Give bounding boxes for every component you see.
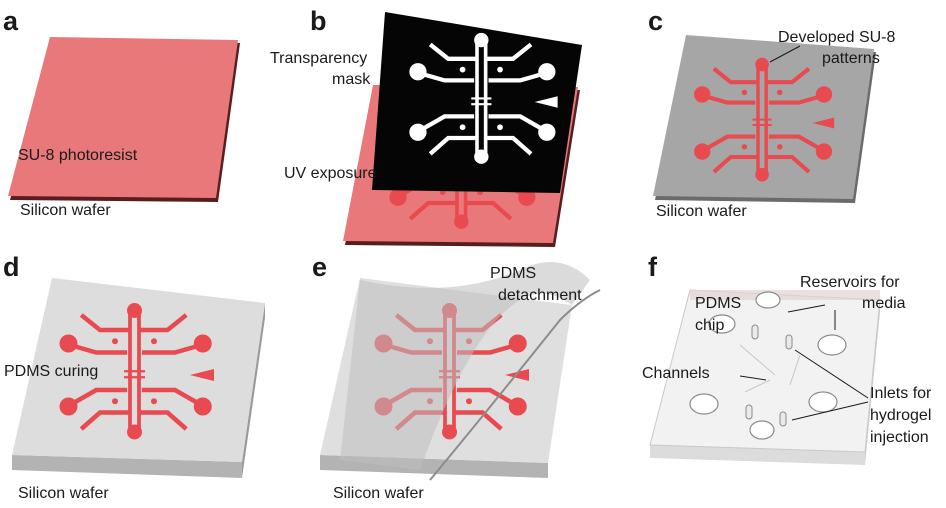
peel-edge <box>429 289 601 481</box>
reservoir <box>817 334 847 356</box>
reservoir-label-line2: media <box>862 295 906 312</box>
inlet <box>785 334 793 350</box>
reservoirs <box>689 291 847 440</box>
panel-letter: d <box>3 252 20 282</box>
mask-label-line1: Transparency <box>270 50 367 67</box>
inlet-label-line1: Inlets for <box>870 385 932 402</box>
chip-label-line2: chip <box>695 317 724 334</box>
channels-faint <box>739 344 801 393</box>
inlet <box>745 404 753 420</box>
uv-exposure-label: UV exposure <box>284 165 377 182</box>
panel-letter: f <box>648 252 658 282</box>
panel-letter: e <box>312 252 327 282</box>
panel-c: c Developed SU-8 patterns Silicon wafer <box>648 6 896 220</box>
detach-label-line1: PDMS <box>490 265 536 282</box>
channels-label: Channels <box>642 365 710 382</box>
panel-b: b Transparency mask UV exposure <box>270 6 582 247</box>
pdms-peeling-sheet <box>340 262 590 470</box>
pattern-pointer <box>769 45 801 63</box>
panel-f: f PDMS chip R <box>642 252 932 465</box>
inlet <box>779 411 787 427</box>
inlet-label-line3: injection <box>870 429 929 446</box>
panel-letter: c <box>648 6 663 36</box>
inlet <box>751 324 759 340</box>
inlets <box>745 324 793 427</box>
panel-e: e PDMS detachment Silicon wafer <box>312 252 601 502</box>
panel-a: a SU-8 photoresist Silicon wafer <box>3 6 240 219</box>
panel-letter: b <box>310 6 327 36</box>
wafer-label: Silicon wafer <box>18 485 109 502</box>
photoresist-label: SU-8 photoresist <box>18 147 138 164</box>
chip-label-line1: PDMS <box>695 295 741 312</box>
reservoir <box>749 420 775 440</box>
wafer-label: Silicon wafer <box>20 202 111 219</box>
photoresist-layer <box>8 37 238 198</box>
reservoir <box>755 291 781 309</box>
reservoir-label-line1: Reservoirs for <box>800 274 900 291</box>
pdms-right-side <box>242 303 265 478</box>
reservoir <box>808 391 838 413</box>
silicon-wafer <box>653 35 874 199</box>
curing-label: PDMS curing <box>4 363 98 380</box>
pdms-front-side <box>12 455 242 478</box>
reservoir <box>689 393 719 415</box>
pattern-label-line1: Developed SU-8 <box>778 29 896 46</box>
chip-front-side <box>650 445 865 465</box>
pointer-lines <box>739 304 869 421</box>
detach-label-line2: detachment <box>498 287 582 304</box>
mask-label-line2: mask <box>332 71 371 88</box>
wafer-label: Silicon wafer <box>333 485 424 502</box>
inlet-label-line2: hydrogel <box>870 407 931 424</box>
panel-letter: a <box>3 6 19 36</box>
panel-d: d PDMS curing Silicon wafer <box>3 252 265 502</box>
wafer-label: Silicon wafer <box>656 203 747 220</box>
chip-top-edge <box>690 290 880 300</box>
reservoir <box>708 314 736 334</box>
pattern-label-line2: patterns <box>822 50 880 67</box>
